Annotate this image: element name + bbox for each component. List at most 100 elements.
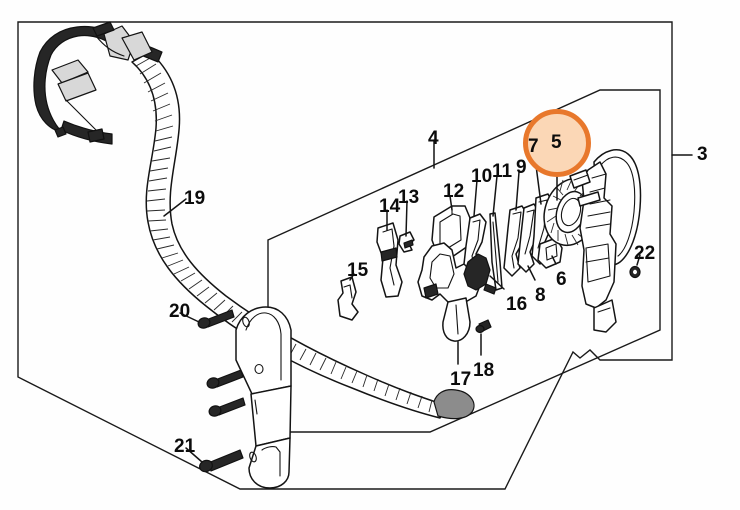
part-15-detail [343, 284, 353, 299]
part-18-head [475, 324, 485, 334]
highlight-circle-part-5[interactable] [523, 109, 591, 177]
leader-6 [551, 255, 557, 265]
housing-window [585, 243, 611, 283]
leader-12 [449, 195, 453, 211]
leader-8 [527, 265, 536, 281]
harness-stub [92, 21, 115, 37]
part-13-pin [403, 239, 414, 249]
part-6-bore [545, 243, 558, 261]
callout-5: 5 [551, 132, 562, 153]
callout-19: 19 [184, 188, 206, 209]
part-9-face [511, 211, 522, 269]
outer-frame-group-3 [17, 21, 673, 490]
screw-20c-head [208, 405, 222, 417]
handle-foot [248, 437, 291, 489]
part-22-nut-bore [633, 269, 637, 275]
housing-tab-left [569, 169, 591, 189]
housing-cover-edge [599, 156, 636, 257]
callout-7: 7 [528, 136, 539, 157]
screw-21-head [199, 459, 213, 473]
part-14-face [382, 228, 395, 286]
callout-18: 18 [473, 360, 495, 381]
callout-14: 14 [379, 196, 401, 217]
part-15-body [337, 276, 359, 321]
housing-rib-1 [591, 173, 607, 179]
callout-13: 13 [398, 187, 420, 208]
callout-12: 12 [443, 181, 465, 202]
callout-11: 11 [492, 161, 513, 182]
handle-boss-top [242, 316, 250, 328]
harness-wire [95, 35, 125, 57]
part-13-clip [398, 231, 415, 253]
part-20-screw-c [208, 397, 246, 417]
part-housing-right [569, 149, 642, 333]
harness-lower-bar [60, 120, 113, 145]
hose-collar [121, 31, 153, 61]
handle-shaft-slot [254, 399, 258, 415]
callout-17: 17 [450, 369, 472, 390]
screw-20c-shank [216, 397, 246, 416]
harness-buckle [51, 59, 89, 84]
callout-6: 6 [556, 269, 567, 290]
part-14-lever [376, 222, 403, 298]
harness-clip-a [54, 126, 67, 138]
callout-8: 8 [535, 285, 546, 306]
handle-foot-highlight [261, 446, 281, 477]
part-17-trigger [417, 242, 483, 342]
housing-window-line [585, 257, 610, 263]
part-8-face [524, 209, 535, 255]
part-17-stem-line [455, 304, 459, 335]
screw-20b-head [206, 377, 220, 389]
screw-20-head [197, 317, 211, 329]
housing-rib-2 [589, 187, 606, 193]
housing-tab-left-line [573, 174, 589, 181]
part-20-screw [197, 309, 235, 329]
housing-rib-5 [585, 223, 611, 229]
screw-21-shank [207, 449, 244, 472]
callout-22: 22 [634, 243, 656, 264]
leader-21 [185, 447, 203, 463]
leader-15 [349, 273, 355, 281]
handle-upper-highlight [245, 312, 282, 381]
leader-22 [636, 254, 641, 266]
part-16-spring [463, 253, 497, 295]
part-11-line [492, 221, 499, 283]
callout-20: 20 [169, 301, 191, 322]
part-14-collar [380, 247, 398, 262]
housing-rib-4 [587, 211, 611, 217]
callout-3: 3 [697, 144, 708, 165]
housing-arm [577, 191, 601, 207]
part-20-screw-b [206, 369, 244, 389]
housing-nose-line [597, 307, 611, 313]
handle-shaft [250, 385, 292, 447]
handle-grip-assembly [235, 306, 292, 489]
part-16-tail [483, 283, 497, 295]
leader-9 [515, 171, 520, 211]
outer-frame-outline [17, 21, 673, 490]
part-5-hub [560, 197, 582, 227]
handle-upper-shell [235, 306, 292, 395]
handle-foot-boss [249, 451, 257, 463]
part-17-tab [423, 283, 439, 299]
harness-clip-b [87, 128, 105, 143]
leader-10 [473, 179, 478, 217]
callout-10: 10 [471, 166, 493, 187]
part-14-body [376, 222, 403, 298]
callout-15: 15 [347, 260, 369, 281]
hose-end-loop [433, 389, 475, 420]
handle-boss-mid [254, 363, 264, 375]
screw-20b-shank [214, 369, 244, 388]
fastener-group [197, 309, 246, 473]
part-17-stem [442, 297, 471, 342]
part-21-screw [199, 449, 244, 473]
callout-4: 4 [428, 128, 439, 149]
harness-diagonal-strut [65, 99, 100, 134]
part-18-screw [475, 319, 492, 334]
leader-16 [489, 275, 505, 290]
leader-lines [163, 139, 693, 463]
callout-9: 9 [516, 157, 527, 178]
leader-19 [163, 198, 187, 217]
harness-pad [57, 72, 97, 102]
